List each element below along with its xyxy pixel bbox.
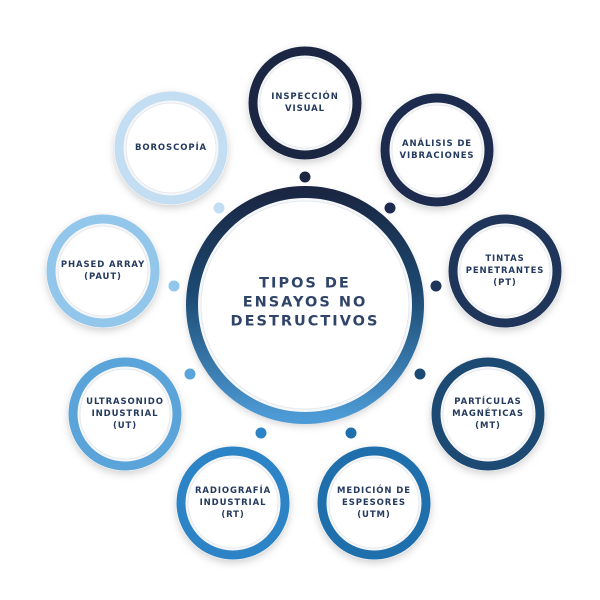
center-title-line-1: TIPOS DE [259, 275, 351, 292]
connector-dot [184, 368, 196, 380]
connector-dot [299, 171, 311, 183]
connector-dot [384, 202, 396, 214]
node-label-line: (UTM) [357, 510, 391, 520]
node-inner-disc [57, 225, 149, 317]
connector-dot [430, 280, 442, 292]
node-inner-disc [79, 368, 171, 460]
node-particulas-magneticas [431, 357, 545, 471]
node-phased-array [46, 214, 160, 328]
node-label-line: PENETRANTES [465, 266, 545, 276]
node-label-line: MEDICIÓN DE [337, 486, 411, 496]
node-label-line: ANÁLISIS DE [402, 139, 472, 149]
node-ring [248, 46, 362, 160]
connector-dot [255, 427, 267, 439]
node-inspeccion-visual [248, 46, 362, 160]
node-label-line: BOROSCOPÍA [134, 143, 208, 153]
node-label-line: INDUSTRIAL [91, 409, 159, 419]
node-label-line: INDUSTRIAL [199, 498, 267, 508]
node-label-line: ULTRASONIDO [86, 397, 164, 407]
node-label-line: PHASED ARRAY [60, 260, 146, 270]
node-label-line: VISUAL [285, 104, 325, 114]
node-label-particulas-magneticas: PARTÍCULAS MAGNÉTICAS (MT) [452, 396, 524, 432]
center-inner-disc [200, 200, 410, 410]
node-label-line: (MT) [475, 421, 501, 431]
node-ring [46, 214, 160, 328]
center-title-line-2: ENSAYOS NO [242, 294, 368, 311]
center-ring [186, 186, 424, 424]
connector-dot [414, 368, 426, 380]
node-label-radiografia-industrial: RADIOGRAFÍA INDUSTRIAL (RT) [195, 485, 271, 521]
node-inner-disc [459, 225, 551, 317]
node-label-line: (UT) [112, 421, 138, 431]
node-ring [317, 446, 431, 560]
node-label-line: ESPESORES [342, 498, 406, 508]
node-inner-disc [259, 57, 351, 149]
node-label-phased-array: PHASED ARRAY (PAUT) [61, 259, 145, 283]
node-inner-disc [125, 102, 217, 194]
connector-dot [213, 202, 225, 214]
center-title-line-3: DESTRUCTIVOS [230, 313, 380, 330]
node-inner-disc [391, 104, 483, 196]
node-label-analisis-vibraciones: ANÁLISIS DE VIBRACIONES [400, 138, 475, 162]
node-ring [114, 91, 228, 205]
node-label-ultrasonido-industrial: ULTRASONIDO INDUSTRIAL (UT) [86, 396, 164, 432]
node-label-line: INSPECCIÓN [271, 92, 339, 102]
node-inner-disc [442, 368, 534, 460]
node-label-line: TINTAS [485, 254, 525, 264]
connector-dot [168, 280, 180, 292]
node-ring [176, 446, 290, 560]
node-analisis-vibraciones [380, 93, 494, 207]
node-label-line: VIBRACIONES [399, 151, 475, 161]
node-label-line: RADIOGRAFÍA [194, 486, 272, 496]
node-label-tintas-penetrantes: TINTAS PENETRANTES (PT) [466, 253, 545, 289]
center-title: TIPOS DE ENSAYOS NO DESTRUCTIVOS [231, 275, 380, 332]
node-label-line: (PAUT) [84, 272, 122, 282]
node-label-line: MAGNÉTICAS [452, 409, 524, 419]
node-ring [380, 93, 494, 207]
center-hub [186, 186, 424, 424]
node-ultrasonido-industrial [68, 357, 182, 471]
node-label-line: PARTÍCULAS [454, 397, 522, 407]
node-label-line: (RT) [221, 510, 245, 520]
node-inner-disc [328, 457, 420, 549]
node-label-line: (PT) [493, 278, 517, 288]
node-label-medicion-espesores: MEDICIÓN DE ESPESORES (UTM) [337, 485, 411, 521]
connector-dot [345, 427, 357, 439]
node-tintas-penetrantes [448, 214, 562, 328]
node-boroscopia [114, 91, 228, 205]
node-label-inspeccion-visual: INSPECCIÓN VISUAL [271, 91, 338, 115]
node-ring [448, 214, 562, 328]
node-inner-disc [187, 457, 279, 549]
node-ring [68, 357, 182, 471]
node-medicion-espesores [317, 446, 431, 560]
node-radiografia-industrial [176, 446, 290, 560]
node-ring [431, 357, 545, 471]
node-label-boroscopia: BOROSCOPÍA [135, 142, 207, 154]
